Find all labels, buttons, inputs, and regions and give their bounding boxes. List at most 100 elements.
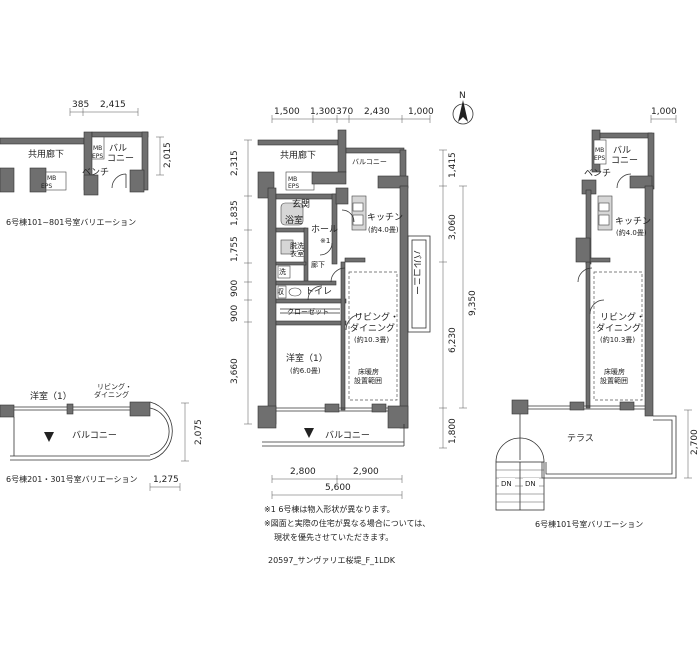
- dim-2430: 2,430: [364, 107, 390, 117]
- hall-note-label: ※1: [320, 237, 330, 245]
- wall: [0, 404, 15, 418]
- toilet-fixture: [288, 287, 302, 297]
- western-label: 洋室（1）: [30, 390, 72, 402]
- wall: [599, 132, 653, 139]
- dim-1415: 1,415: [448, 152, 458, 178]
- side-balcony-label: バルコニー: [411, 250, 422, 295]
- washbasin: [280, 239, 294, 255]
- dim-2415: 2,415: [100, 100, 126, 110]
- dim-1000: 1,000: [651, 107, 677, 117]
- wall: [275, 280, 337, 286]
- dn-label-right: DN: [525, 480, 536, 488]
- balcony-arrow-icon: [44, 432, 54, 442]
- washroom-line2: 衣室: [290, 249, 304, 258]
- eps-label-lower: EPS: [41, 183, 52, 190]
- dim-2315: 2,315: [230, 150, 240, 176]
- balcony-line1: バル: [613, 145, 631, 156]
- kitchen-label: キッチン: [367, 212, 403, 223]
- dn-label-left: DN: [501, 480, 512, 488]
- wall: [129, 169, 145, 193]
- wall: [311, 171, 347, 185]
- wall: [275, 193, 337, 200]
- dim-900-a: 900: [230, 280, 240, 297]
- terrace-edge: [545, 419, 673, 475]
- living-line2: ダイニング: [94, 390, 129, 399]
- floor-heating-area: [348, 271, 398, 401]
- door-swing: [330, 267, 346, 283]
- western-size-label: (約6.0畳): [290, 366, 321, 375]
- wall: [585, 261, 591, 409]
- north-label: N: [459, 91, 466, 101]
- wall: [324, 403, 340, 413]
- caption-101-801: 6号棟101~801号室バリエーション: [6, 217, 136, 227]
- dim-6230: 6,230: [448, 327, 458, 353]
- dim-1800: 1,800: [448, 418, 458, 444]
- balcony-label: バルコニー: [107, 143, 134, 164]
- notes: ※1 6号棟は物入形状が異なります。 ※図面と実際の住宅が異なる場合については、…: [264, 504, 430, 565]
- balcony-arrow-icon: [304, 428, 314, 438]
- balcony-label: バルコニー: [72, 430, 117, 441]
- storage-label: 収: [277, 288, 284, 296]
- dim-3660: 3,660: [230, 358, 240, 384]
- corridor-label: 共用廊下: [28, 148, 64, 160]
- mb-label: MB: [288, 176, 297, 183]
- note-line1: ※1 6号棟は物入形状が異なります。: [264, 504, 395, 514]
- living-line1: リビング・: [354, 311, 399, 323]
- file-name: 20597_サンヴァリエ桜堤_F_1LDK: [268, 555, 396, 565]
- terrace-label: テラス: [567, 433, 594, 444]
- stove: [598, 214, 610, 226]
- balcony-curve: [149, 401, 173, 461]
- floor-heating-area: [593, 271, 643, 401]
- eps-label: EPS: [288, 183, 299, 190]
- door-swing: [307, 285, 323, 301]
- wall: [275, 320, 347, 326]
- wall: [257, 405, 277, 429]
- door-swing: [111, 173, 127, 189]
- note-line2: ※図面と実際の住宅が異なる場合については、: [264, 518, 430, 528]
- washing-machine: [277, 265, 291, 279]
- mb-eps-box: [91, 136, 105, 160]
- side-balcony-inner: [411, 239, 427, 329]
- living-size-label: (約10.3畳): [600, 335, 635, 344]
- corridor-label: 共用廊下: [280, 149, 316, 161]
- door-swing: [589, 299, 605, 315]
- living-label: リビング・ダイニング: [596, 311, 645, 334]
- bathtub: [280, 202, 304, 226]
- wall: [83, 174, 99, 196]
- inner-corridor-label: 廊下: [311, 260, 325, 269]
- dn-box: [499, 478, 515, 488]
- wall: [387, 405, 409, 429]
- balcony-line1: バル: [109, 143, 127, 154]
- bench-label: ベンチ: [584, 168, 611, 179]
- living-line1: リビング・: [97, 382, 132, 391]
- balcony-curve: [149, 407, 170, 456]
- mb-label: MB: [595, 147, 604, 154]
- variant-plan-201-301: 洋室（1） リビング・ダイニング バルコニー 2,075 1,275 6号棟20…: [0, 382, 204, 491]
- sink: [352, 202, 364, 212]
- wall: [337, 129, 347, 173]
- door-swing: [345, 313, 363, 331]
- floor-heat-line2: 設置範囲: [600, 376, 628, 385]
- living-label: リビング・ダイニング: [94, 382, 132, 399]
- north-arrow-icon: N: [452, 91, 474, 125]
- wall: [275, 298, 347, 304]
- stairs-curve: [495, 437, 545, 463]
- washroom-label: 脱洗衣室: [290, 241, 304, 258]
- wall: [0, 167, 15, 193]
- wall: [331, 193, 338, 265]
- variant-plan-101-801: 385 2,415 共用廊下 MB EPS MB EPS バルコニー ベンチ 2…: [0, 100, 173, 227]
- floor-heat-line2: 設置範囲: [354, 376, 382, 385]
- terrace-edge: [541, 415, 677, 479]
- wall: [575, 237, 591, 263]
- variant-plan-101: 1,000 MB EPS バルコニー ベンチ キッチン (約4.0畳) リビン: [495, 107, 700, 529]
- wall-left: [267, 187, 277, 425]
- dim-2900: 2,900: [353, 467, 379, 477]
- eps-label: EPS: [92, 153, 103, 160]
- wall: [141, 131, 149, 191]
- balcony-label: バルコニー: [611, 145, 638, 166]
- living-label: リビング・ダイニング: [350, 311, 399, 334]
- living-line2: ダイニング: [596, 322, 641, 334]
- mb-eps-box: [45, 171, 67, 191]
- dim-1500: 1,500: [274, 107, 300, 117]
- dim-2075: 2,075: [194, 419, 204, 445]
